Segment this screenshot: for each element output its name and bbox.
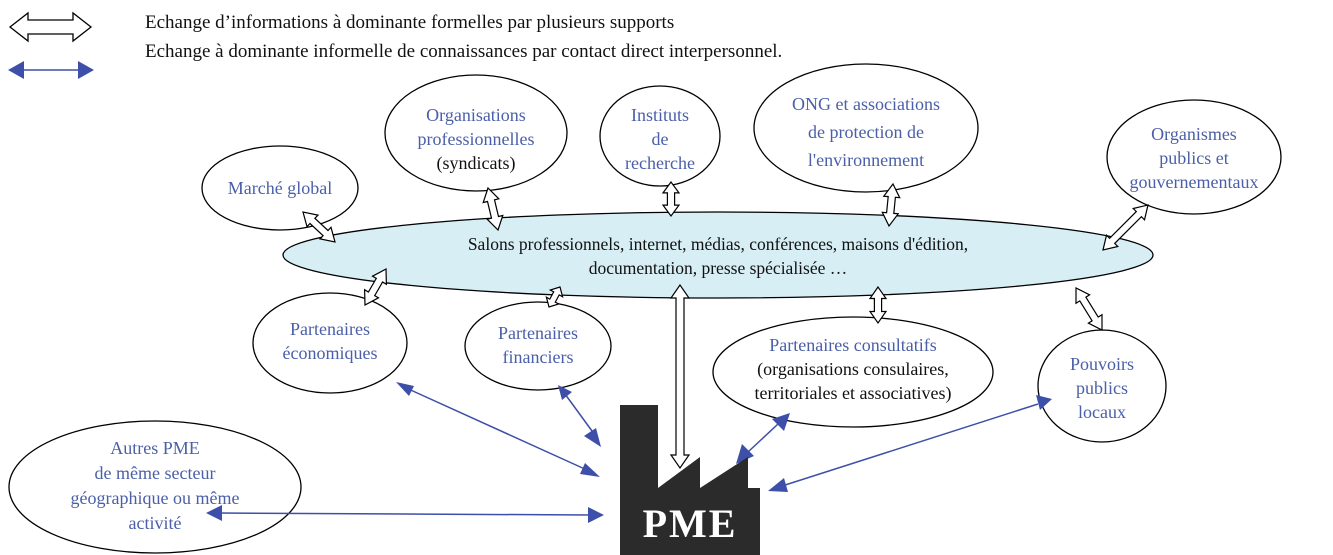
node-organisations-professionnelles <box>384 74 568 192</box>
blue-arrow-autres-pme <box>206 505 604 523</box>
hollow-arrow-organismes <box>1102 204 1149 251</box>
node-instituts-recherche <box>599 85 721 187</box>
label-line: activité <box>128 513 182 533</box>
label-partenaires-financiers: Partenaires financiers <box>465 321 611 369</box>
legend-informal-label: Echange à dominante informelle de connai… <box>145 41 783 62</box>
label-line: l'environnement <box>807 150 925 170</box>
label-line: recherche <box>625 153 695 173</box>
formal-exchange-arrows <box>302 180 1149 470</box>
node-partenaires-financiers <box>464 301 612 391</box>
pme-factory-icon <box>620 405 760 555</box>
legend-formal-label: Echange d’informations à dominante forme… <box>145 12 675 33</box>
label-line: professionnelles <box>417 129 535 149</box>
label-line: publics et <box>1159 148 1229 168</box>
hollow-arrow-ong <box>881 182 901 228</box>
label-line: Instituts <box>630 105 689 125</box>
blue-arrow-economiques <box>396 382 600 477</box>
label-line: économiques <box>282 343 378 363</box>
label-line: de protection de <box>808 122 924 142</box>
node-partenaires-economiques <box>252 292 408 394</box>
label-line: locaux <box>1078 402 1126 422</box>
label-ong: ONG et associations de protection de l'e… <box>754 90 978 174</box>
hollow-arrow-financiers <box>545 286 564 308</box>
label-line: Organisations <box>426 105 526 125</box>
node-center-supports <box>282 211 1154 299</box>
label-organisations-professionnelles: Organisations professionnelles (syndicat… <box>385 103 567 175</box>
blue-arrow-financiers <box>558 385 601 447</box>
label-pouvoirs-publics: Pouvoirs publics locaux <box>1038 352 1166 424</box>
hollow-arrow-orgpro <box>482 186 504 232</box>
hollow-arrow-instituts <box>661 180 681 218</box>
hollow-arrow-pouvoirs <box>1075 287 1103 331</box>
label-line: (syndicats) <box>436 153 516 173</box>
label-line: financiers <box>502 347 574 367</box>
hollow-arrow-consultatifs <box>868 285 888 325</box>
label-line: géographique ou même <box>70 488 240 508</box>
factory-label: PME <box>643 501 738 546</box>
label-line: Autres PME <box>110 438 200 458</box>
blue-arrow-consultatifs <box>736 413 790 464</box>
blue-arrow-pouvoirs <box>768 395 1052 492</box>
legend-blue-arrow <box>8 61 94 79</box>
node-ong <box>753 63 979 193</box>
label-line: Pouvoirs <box>1069 354 1134 374</box>
label-partenaires-consultatifs: Partenaires consultatifs (organisations … <box>713 333 993 405</box>
label-line: publics <box>1076 378 1128 398</box>
label-autres-pme: Autres PME de même secteur géographique … <box>9 436 301 536</box>
hollow-arrow-economiques <box>363 268 388 306</box>
hollow-arrow-marche <box>302 211 336 243</box>
node-marche-global <box>201 145 359 231</box>
node-autres-pme <box>8 420 302 554</box>
label-line: gouvernementaux <box>1129 172 1259 192</box>
node-organismes-publics <box>1106 99 1282 215</box>
label-center-supports: Salons professionnels, internet, médias,… <box>300 232 1136 280</box>
label-line: Partenaires consultatifs <box>769 335 937 355</box>
hollow-arrow-pme <box>669 283 691 470</box>
label-line: de même secteur <box>94 463 216 483</box>
label-line: Organismes <box>1151 124 1237 144</box>
label-line: Partenaires <box>498 323 578 343</box>
label-line: documentation, presse spécialisée … <box>588 258 848 278</box>
label-instituts-recherche: Instituts de recherche <box>600 103 720 175</box>
label-line: de <box>651 129 669 149</box>
label-partenaires-economiques: Partenaires économiques <box>253 317 407 365</box>
label-line: ONG et associations <box>792 94 940 114</box>
label-line: Salons professionnels, internet, médias,… <box>467 234 969 254</box>
informal-exchange-arrows <box>206 382 1052 523</box>
label-line: Partenaires <box>290 319 370 339</box>
label-organismes-publics: Organismes publics et gouvernementaux <box>1107 122 1281 194</box>
label-line: Marché global <box>227 178 333 198</box>
node-partenaires-consultatifs <box>712 316 994 428</box>
legend-hollow-arrow <box>8 11 93 43</box>
label-line: (organisations consulaires, <box>757 359 949 379</box>
label-marche-global: Marché global <box>202 176 358 200</box>
label-line: territoriales et associatives) <box>754 383 952 403</box>
